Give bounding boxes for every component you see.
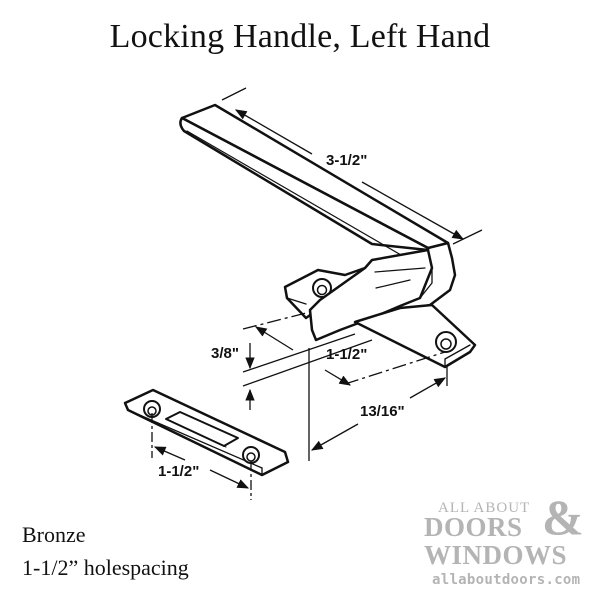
dimension-length xyxy=(221,87,483,245)
label-height: 3/8" xyxy=(211,345,239,362)
handle-base-front xyxy=(353,303,477,369)
finish-caption: Bronze xyxy=(22,522,86,547)
label-depth: 13/16" xyxy=(360,403,405,420)
label-hole-spacing-keeper: 1-1/2" xyxy=(158,463,199,480)
logo-line-3: WINDOWS xyxy=(424,540,568,570)
logo-ampersand: & xyxy=(542,489,584,545)
dimension-depth xyxy=(308,348,448,461)
logo-line-1: ALL ABOUT xyxy=(438,500,531,516)
logo-line-2: DOORS xyxy=(424,512,523,542)
label-length: 3-1/2" xyxy=(326,152,367,169)
dimension-hole-spacing-handle xyxy=(324,351,446,386)
logo-url: allaboutdoors.com xyxy=(432,572,581,588)
product-title: Locking Handle, Left Hand xyxy=(109,18,491,55)
dimension-height xyxy=(242,311,373,410)
handle-lever xyxy=(179,103,457,322)
hole-spacing-caption: 1-1/2” holespacing xyxy=(22,555,189,580)
keeper-plate xyxy=(123,388,290,477)
label-hole-spacing-handle: 1-1/2" xyxy=(326,346,367,363)
dimension-hole-spacing-keeper xyxy=(151,413,252,500)
